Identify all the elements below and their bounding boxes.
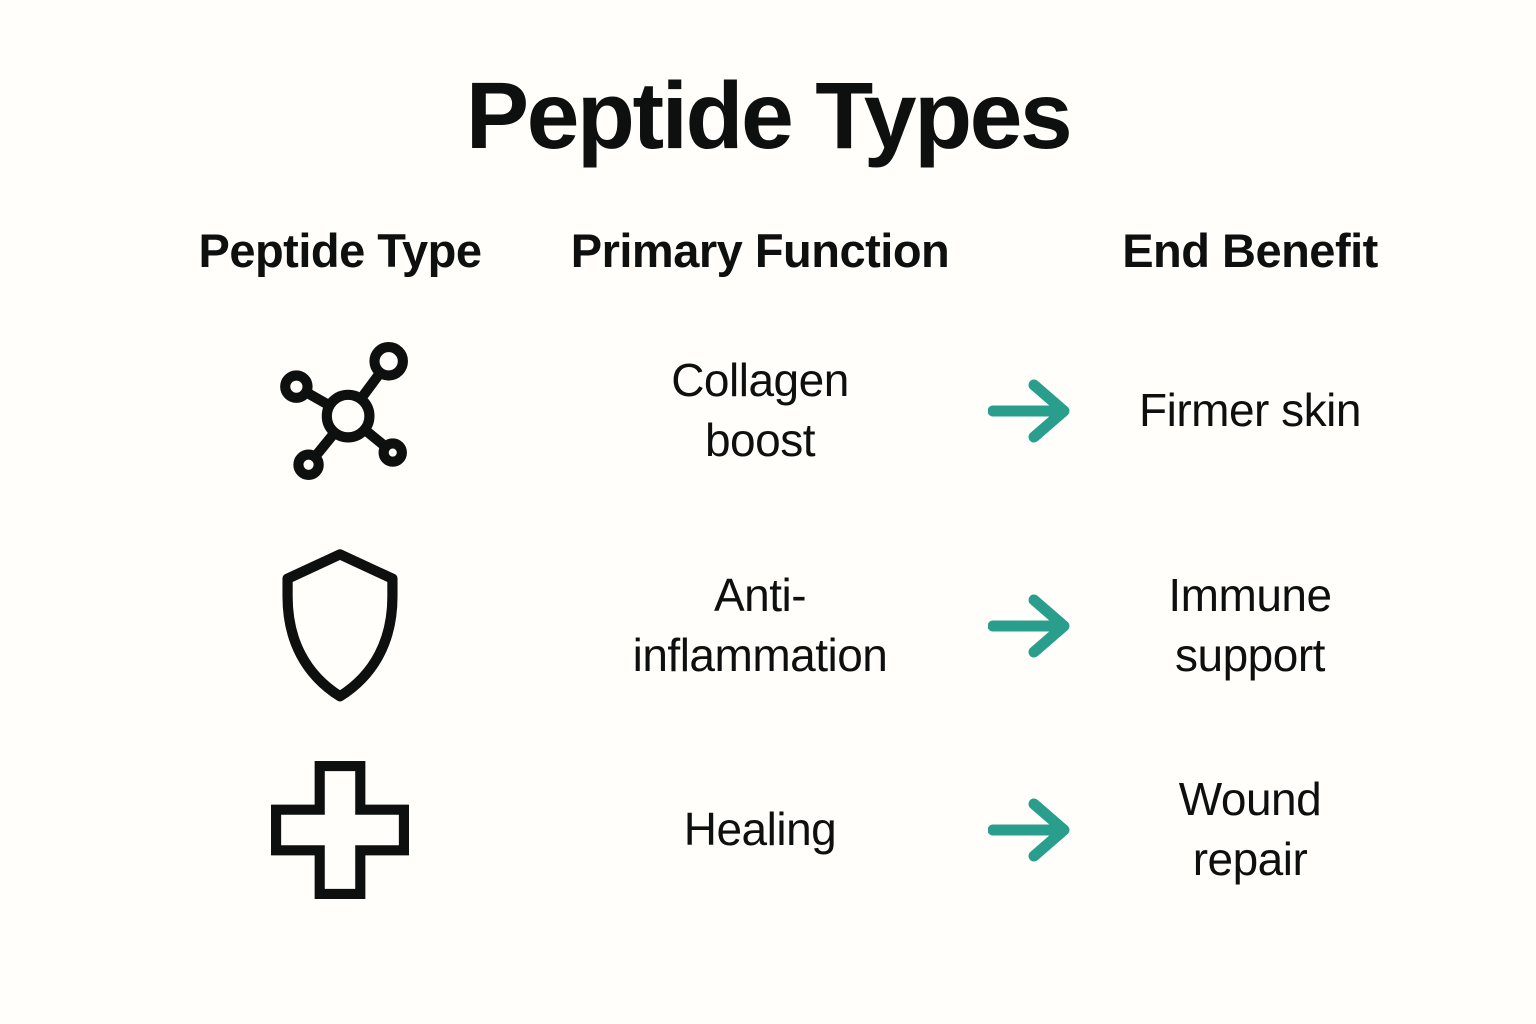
row-icon-cell [140,727,540,932]
arrow-right-icon [988,798,1072,862]
molecule-icon [270,340,410,482]
column-header-end-benefit: End Benefit [1122,224,1378,278]
page-title: Peptide Types [465,63,1073,169]
arrow-right-icon [988,379,1072,443]
medical-cross-icon [271,760,409,899]
row-arrow-cell [980,525,1080,727]
row-arrow-cell [980,297,1080,525]
shield-icon [276,548,404,704]
end-benefit-text: Wound repair [1178,772,1322,885]
row-icon-cell [140,525,540,727]
arrow-right-icon [988,594,1072,658]
row-arrow-cell [980,727,1080,932]
end-benefit-text: Firmer skin [1139,384,1361,437]
peptide-table: Peptide Type Primary Function End Benefi… [140,223,1420,932]
row-icon-cell [140,297,540,525]
column-header-primary-function: Primary Function [570,224,950,278]
primary-function-text: Anti- inflammation [632,569,888,682]
column-header-peptide-type: Peptide Type [198,224,482,278]
end-benefit-text: Immune support [1168,569,1332,682]
primary-function-text: Healing [683,802,837,855]
primary-function-text: Collagen boost [671,354,849,467]
